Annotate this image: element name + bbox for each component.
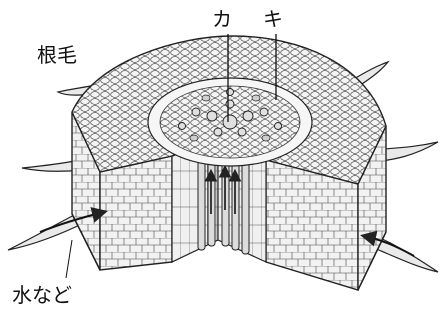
top-face (71, 35, 387, 185)
label-water-etc: 水など (12, 283, 72, 307)
water-arrows (39, 207, 415, 257)
water-arrow-left (39, 207, 108, 233)
root-hair-left-low (7, 209, 91, 251)
leader-water (65, 239, 73, 279)
cut-face-left (99, 155, 173, 271)
label-ka: カ (212, 7, 232, 31)
root-hair-left-mid (21, 159, 83, 172)
leader-lines (227, 34, 277, 122)
label-ki: キ (263, 7, 283, 31)
label-root-hair: 根毛 (37, 43, 77, 67)
flow-arrows (204, 164, 242, 214)
water-arrow-right (360, 230, 415, 257)
phloem-pattern (189, 94, 271, 142)
